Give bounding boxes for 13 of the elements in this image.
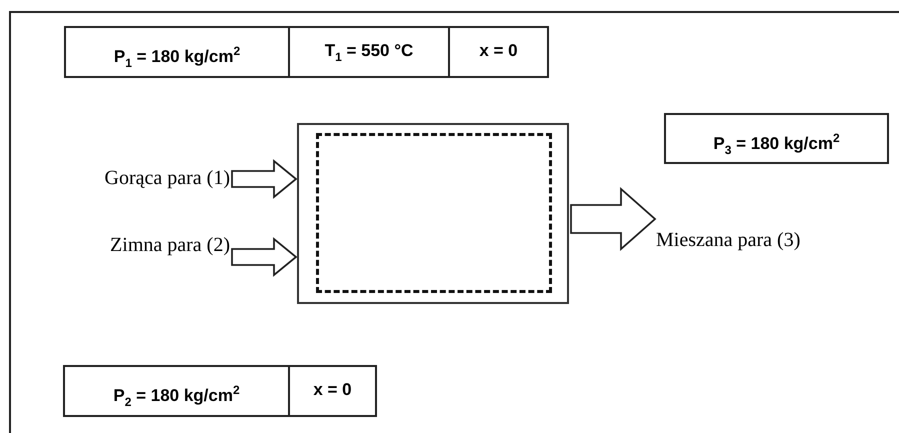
block-arrow <box>570 187 656 251</box>
flow-label: Gorąca para (1) <box>40 166 230 192</box>
table-cell: P$_{1}$ = 180 kg/cm$^{2}$ <box>64 26 290 78</box>
table-cell: P$_{2}$ = 180 kg/cm$^{2}$ <box>63 365 290 417</box>
block-arrow <box>231 159 298 199</box>
table-cell: x = 0 <box>288 365 377 417</box>
mixing-chamber-box <box>297 123 569 304</box>
flow-label: Zimna para (2) <box>50 233 230 259</box>
table-cell: T$_{1}$ = 550 °C <box>288 26 450 78</box>
table-cell: P$_{3}$ = 180 kg/cm$^{2}$ <box>664 113 889 164</box>
table-cell: x = 0 <box>448 26 549 78</box>
block-arrow <box>231 237 298 277</box>
flow-label: Mieszana para (3) <box>656 228 886 254</box>
